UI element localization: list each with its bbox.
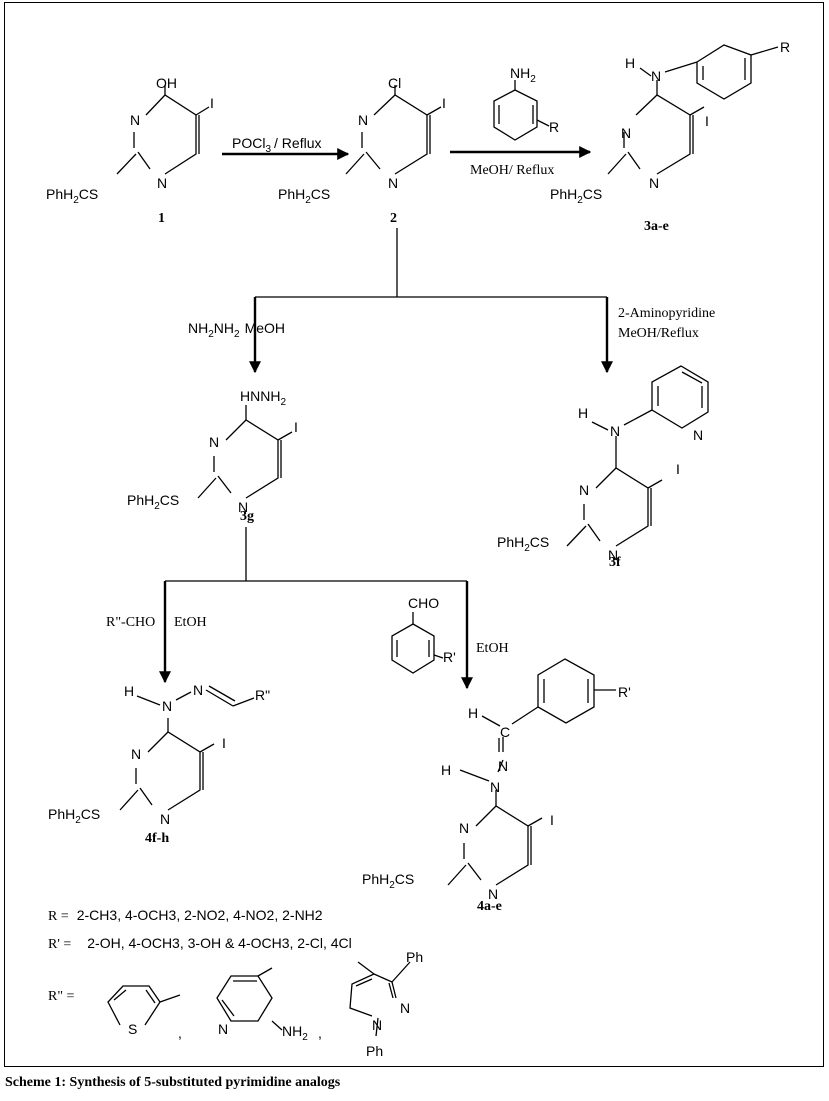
legend-comma-2: , [318,1025,322,1041]
compound-3ae-substituent: PhH2CS [550,186,602,206]
aniline-reagent: NH2 R [493,65,559,141]
benzaldehyde-cho: CHO [408,595,439,611]
compound-3g-hydrazinyl: HNNH2 [240,388,286,408]
aminopyridine-n: N [218,1021,228,1037]
figure-caption: Scheme 1: Synthesis of 5-substituted pyr… [5,1075,341,1090]
thiophene-structure: S [107,985,181,1037]
compound-3g-label: 3g [240,509,254,524]
reagent-aminopyridine: 2-Aminopyridine [618,306,715,321]
reagent-etoh: EtOH [174,615,207,630]
compound-4fh-n-ring1: N [131,746,141,762]
compound-2-structure: Cl I N N PhH2CS 2 [278,75,446,226]
compound-1-n3: N [157,175,167,191]
compound-3f-h: H [578,405,588,421]
pyrazole-structure: N N Ph Ph [349,949,423,1059]
compound-4fh-n2: N [193,682,203,698]
reagent-etoh-2: EtOH [476,641,509,656]
compound-3ae-h: H [625,55,635,71]
compound-3f-label: 3f [609,555,621,570]
compound-3f-substituent: PhH2CS [497,534,549,554]
compound-4ae-n-ring1: N [459,820,469,836]
pyrazole-n2: N [400,1000,410,1016]
compound-4fh-rpp: R" [255,687,270,703]
compound-4ae-substituent: PhH2CS [362,871,414,891]
compound-3f-n3: N [608,547,618,563]
compound-3f-n1: N [579,482,589,498]
compound-2-cl: Cl [388,75,401,91]
scheme-frame [4,2,824,1067]
legend-rpp-label: R" = [48,989,75,1004]
compound-4ae-n2: N [490,779,500,795]
compound-4fh-label: 4f-h [145,831,169,846]
aniline-r: R [549,119,559,135]
compound-2-n3: N [388,175,398,191]
aniline-nh2: NH2 [510,65,536,85]
pyrazole-ph1: Ph [406,949,423,965]
compound-1-oh: OH [156,75,177,91]
aminopyridine-nh2: NH2 [282,1023,308,1043]
compound-1-n1: N [130,112,140,128]
reagent-aminopyridine-cond: MeOH/Reflux [618,326,699,341]
aminopyridine-structure: N NH2 [216,967,308,1043]
pyrazole-ph2: Ph [366,1043,383,1059]
compound-3ae-r: R [780,39,790,55]
compound-2-iodo: I [442,95,446,111]
compound-3f-structure: H N N I N N PhH2CS 3f [497,365,709,570]
compound-4fh-n1: N [162,698,172,714]
compound-1-structure: OH I N N PhH2CS 1 [46,75,214,226]
compound-2-substituent: PhH2CS [278,186,330,206]
compound-4fh-structure: H N N R" I N N PhH2CS 4f-h [48,682,270,846]
compound-4ae-h1: H [468,705,478,721]
compound-4ae-c: C [500,724,510,740]
compound-1-substituent: PhH2CS [46,186,98,206]
compound-4fh-n-ring3: N [160,811,170,827]
compound-3g-n1: N [209,434,219,450]
compound-4fh-substituent: PhH2CS [48,806,100,826]
reagent-pocl3: POCl3/ Reflux [232,135,321,155]
compound-4ae-n1: N [498,758,508,774]
compound-3ae-label: 3a-e [644,219,669,234]
compound-3f-pyridine-n: N [693,427,703,443]
compound-1-iodo: I [210,95,214,111]
compound-4fh-iodo: I [222,735,226,751]
compound-3f-iodo: I [676,461,680,477]
legend-comma-1: , [178,1025,182,1041]
compound-3ae-structure: H N R I N N PhH2CS 3a-e [550,39,790,234]
compound-4ae-structure: H C N H N R' I N N PhH2CS 4a-e [362,658,631,914]
compound-3ae-n3: N [649,175,659,191]
compound-3ae-n: N [651,68,661,84]
compound-3g-n3: N [238,499,248,515]
compound-4ae-label: 4a-e [477,899,502,914]
compound-1-label: 1 [158,211,165,226]
compound-2-n1: N [358,112,368,128]
compound-3g-substituent: PhH2CS [127,492,179,512]
compound-2-label: 2 [390,211,397,226]
thiophene-s: S [128,1021,137,1037]
compound-3ae-n1: N [621,125,631,141]
benzaldehyde-reagent: CHO R' [391,595,456,674]
benzaldehyde-rp: R' [443,649,456,665]
pyrazole-n1: N [372,1017,382,1033]
legend-r: R =2-CH3, 4-OCH3, 2-NO2, 4-NO2, 2-NH2 [48,907,323,924]
compound-4ae-iodo: I [550,812,554,828]
compound-4ae-rp: R' [618,684,631,700]
legend-rp: R' =2-OH, 4-OCH3, 3-OH & 4-OCH3, 2-Cl, 4… [48,935,352,952]
compound-4fh-h: H [124,683,134,699]
compound-4ae-h2: H [441,762,451,778]
compound-3ae-iodo: I [705,113,709,129]
compound-4ae-n-ring3: N [488,886,498,902]
reagent-aldehyde: R"-CHO [106,615,155,630]
compound-3g-iodo: I [294,419,298,435]
compound-3f-n: N [610,423,620,439]
reagent-meoh-reflux: MeOH/ Reflux [470,163,554,178]
compound-3g-structure: HNNH2 I N N PhH2CS 3g [127,388,298,524]
